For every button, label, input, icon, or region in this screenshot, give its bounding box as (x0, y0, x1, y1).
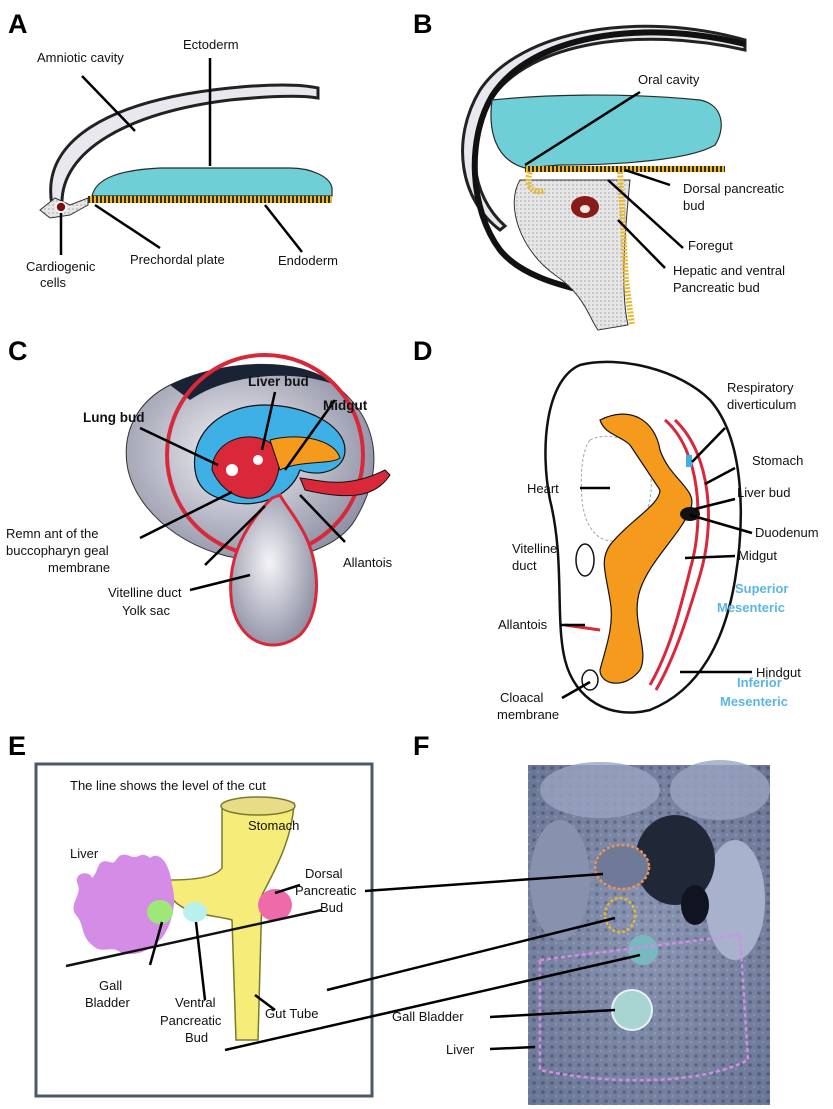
label-remnant-1: Remn ant of the (6, 526, 99, 541)
panel-e: E The line shows the level of the cut St… (8, 731, 372, 1096)
label-ectoderm: Ectoderm (183, 37, 239, 52)
panel-b: B Oral cavity Dorsal pancreatic bud Fore… (413, 9, 785, 330)
gall-bladder-outline (628, 935, 658, 965)
label-cloacal-1: Cloacal (500, 690, 543, 705)
label-respiratory-2: diverticulum (727, 397, 796, 412)
label-endoderm: Endoderm (278, 253, 338, 268)
dorsal-bud-outline (595, 845, 649, 889)
label-dorsal-3: Bud (320, 900, 343, 915)
dorsal-bud-shape (258, 889, 292, 921)
cardiogenic-cells-shape (56, 202, 66, 212)
label-hepatic-2: Pancreatic bud (673, 280, 760, 295)
cloacal-membrane-d (582, 670, 598, 690)
label-stomach-e: Stomach (248, 818, 299, 833)
label-midgut-c: Midgut (323, 398, 368, 413)
panel-a: A Amniotic cavity Ectoderm Cardiogenic c… (8, 9, 338, 290)
label-duodenum: Duodenum (755, 525, 819, 540)
label-inferior-1: Inferior (737, 675, 782, 690)
label-ventral-1: Ventral (175, 995, 216, 1010)
gall-bladder-shape (147, 900, 173, 924)
panel-letter-a: A (8, 9, 28, 39)
embryo-body-b (514, 180, 630, 330)
label-dorsal-1: Dorsal (305, 866, 343, 881)
label-oral-cavity: Oral cavity (638, 72, 700, 87)
label-respiratory-1: Respiratory (727, 380, 794, 395)
label-allantois-d: Allantois (498, 617, 548, 632)
label-vitelline-duct-c: Vitelline duct (108, 585, 182, 600)
label-remnant-3: membrane (48, 560, 110, 575)
embryonic-disc-cavity (92, 168, 332, 196)
label-vitelline-1: Vitelline (512, 541, 557, 556)
label-liver-f: Liver (446, 1042, 475, 1057)
panel-d: D Respiratory diverticulum Stomach Hear (413, 336, 819, 722)
label-cardiogenic-1: Cardiogenic (26, 259, 96, 274)
endoderm-layer (88, 196, 332, 203)
oral-cavity-shape (491, 95, 721, 168)
label-heart-d: Heart (527, 481, 559, 496)
panel-letter-f: F (413, 731, 430, 761)
label-cloacal-2: membrane (497, 707, 559, 722)
panel-letter-c: C (8, 336, 28, 366)
label-remnant-2: buccopharyn geal (6, 543, 109, 558)
label-vitelline-2: duct (512, 558, 537, 573)
label-liver-e: Liver (70, 846, 99, 861)
gall-bladder-f (612, 990, 652, 1030)
label-hepatic-1: Hepatic and ventral (673, 263, 785, 278)
vitelline-duct-d (576, 544, 594, 576)
label-dorsal-2: Pancreatic (295, 883, 357, 898)
label-cut-caption: The line shows the level of the cut (70, 778, 266, 793)
label-dorsal-pancreatic-1: Dorsal pancreatic (683, 181, 785, 196)
label-dorsal-pancreatic-2: bud (683, 198, 705, 213)
label-prechordal-plate: Prechordal plate (130, 252, 225, 267)
label-liver-bud-c: Liver bud (248, 374, 309, 389)
label-allantois-c: Allantois (343, 555, 393, 570)
stomach-top (221, 797, 295, 815)
label-ventral-2: Pancreatic (160, 1013, 222, 1028)
label-cardiogenic-2: cells (40, 275, 67, 290)
ventral-bud-shape (183, 902, 207, 922)
panel-c: C Liver bud Midgut Lung bud Remn ant of … (6, 336, 393, 645)
label-midgut-d: Midgut (738, 548, 777, 563)
label-inferior-2: Mesenteric (720, 694, 788, 709)
label-liver-bud-d: Liver bud (737, 485, 790, 500)
label-foregut: Foregut (688, 238, 733, 253)
label-stomach-d: Stomach (752, 453, 803, 468)
label-gall-1: Gall (99, 978, 122, 993)
label-amniotic-cavity: Amniotic cavity (37, 50, 124, 65)
label-gall-bladder-f: Gall Bladder (392, 1009, 464, 1024)
label-gall-2: Bladder (85, 995, 130, 1010)
label-superior-2: Mesenteric (717, 600, 785, 615)
panel-letter-b: B (413, 9, 433, 39)
panel-letter-e: E (8, 731, 26, 761)
panel-letter-d: D (413, 336, 433, 366)
label-ventral-3: Bud (185, 1030, 208, 1045)
label-lung-bud: Lung bud (83, 410, 144, 425)
label-superior-1: Superior (735, 581, 788, 596)
label-yolk-sac: Yolk sac (122, 603, 170, 618)
label-gut-tube: Gut Tube (265, 1006, 318, 1021)
